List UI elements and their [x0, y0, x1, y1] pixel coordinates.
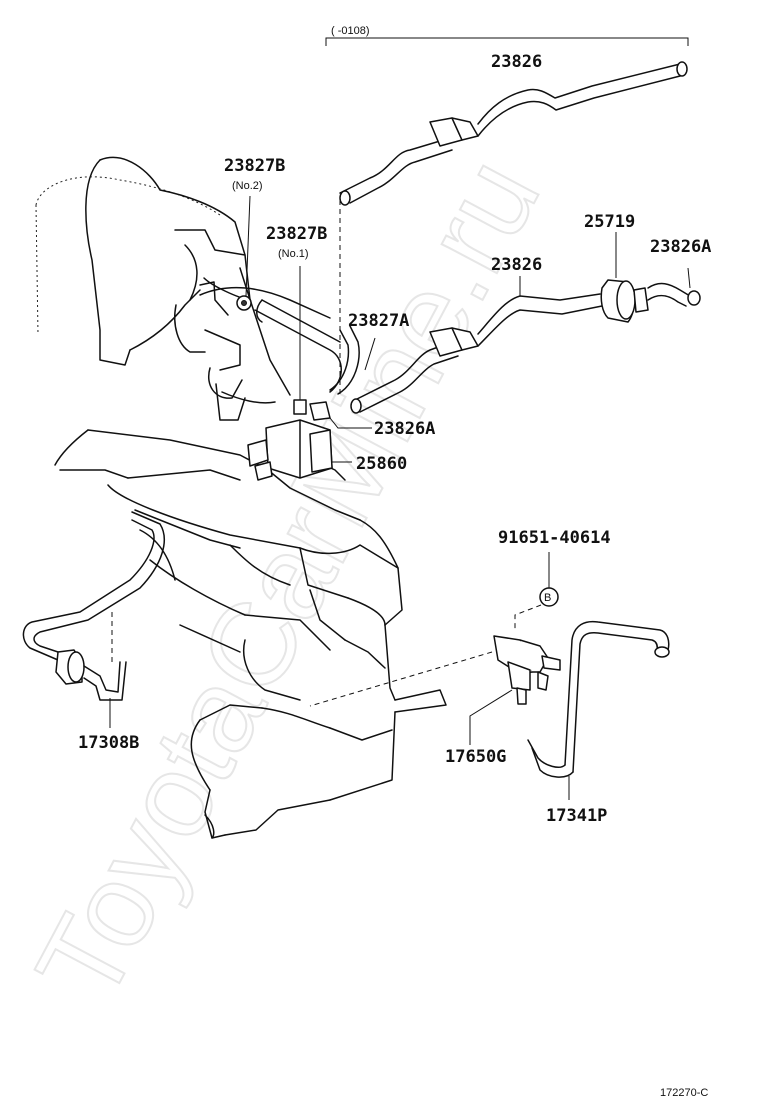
label-17308b: 17308B: [78, 733, 139, 753]
watermark: ToyotaCarMine.ru: [11, 138, 565, 1022]
label-23826a-lower: 23826A: [374, 419, 435, 439]
vsv-25860: [247, 419, 352, 481]
label-23827b-no1-sub: (No.1): [278, 248, 309, 260]
hose-17308b: [22, 511, 165, 728]
label-23826a-right: 23826A: [650, 237, 711, 257]
label-17650g: 17650G: [445, 747, 506, 767]
vacuum-filter-25719: [600, 279, 649, 323]
label-23826-top: 23826: [491, 52, 542, 72]
label-23827b-no2-sub: (No.2): [232, 180, 263, 192]
vacuum-hose-23826-upper: [339, 61, 688, 206]
figure-code: 172270-C: [660, 1087, 708, 1099]
label-23827b-no1: 23827B: [266, 224, 327, 244]
hose-17341p: [527, 620, 670, 800]
clamp-23827b-no1: [293, 266, 307, 415]
label-23827b-no2: 23827B: [224, 156, 285, 176]
bracket-0108: ( -0108): [325, 25, 689, 46]
label-91651-40614: 91651-40614: [498, 528, 611, 548]
label-23827a: 23827A: [348, 311, 409, 331]
label-25860: 25860: [356, 454, 407, 474]
label-23826-mid: 23826: [491, 255, 542, 275]
label-17341p: 17341P: [546, 806, 607, 826]
ref-b-label: B: [544, 592, 551, 604]
hose-23826a-right: [647, 267, 701, 307]
label-25719: 25719: [584, 212, 635, 232]
hose-23827a: [329, 325, 376, 395]
vsv-17650g: B: [309, 587, 561, 745]
clamp-23827b-no2: [236, 195, 252, 311]
connector-23826a: [309, 401, 372, 429]
vacuum-hose-23826-mid: [350, 293, 603, 414]
bracket-note: ( -0108): [331, 25, 370, 37]
